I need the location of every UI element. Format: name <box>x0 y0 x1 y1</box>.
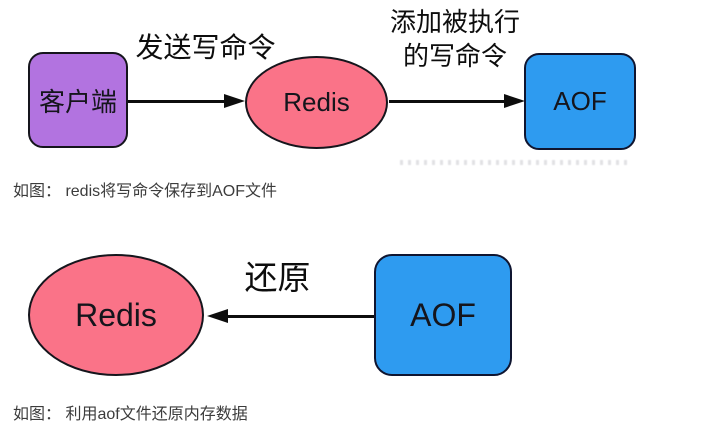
aof-node-bottom-label: AOF <box>410 296 476 333</box>
aof-node-top: AOF <box>524 53 636 150</box>
arrowhead-left-icon <box>207 309 228 323</box>
append-executed-command-label-line1: 添加被执行 <box>389 8 520 37</box>
watermark-artifact <box>400 160 632 165</box>
append-executed-command-label-line2: 的写命令 <box>402 42 507 71</box>
restore-label: 还原 <box>244 261 311 297</box>
redis-node-top-label: Redis <box>283 87 350 117</box>
aof-node-top-label: AOF <box>553 86 607 116</box>
caption-save-to-aof: 如图： redis将写命令保存到AOF文件 <box>13 183 278 200</box>
redis-node-bottom: Redis <box>28 254 204 376</box>
arrowhead-right-icon <box>224 94 245 108</box>
client-node: 客户端 <box>28 52 128 148</box>
append-executed-command-label: 添加被执行 的写命令 <box>365 6 545 74</box>
redis-node-top: Redis <box>245 56 388 149</box>
redis-node-bottom-label: Redis <box>75 296 157 333</box>
arrowhead-right-icon <box>504 94 525 108</box>
arrow-line-redis-to-aof <box>389 100 505 103</box>
aof-node-bottom: AOF <box>374 254 512 376</box>
client-node-label: 客户端 <box>38 86 117 117</box>
send-write-command-label: 发送写命令 <box>135 33 276 64</box>
arrow-line-aof-to-redis <box>228 315 374 318</box>
caption-restore-memory: 如图： 利用aof文件还原内存数据 <box>13 406 248 423</box>
arrow-line-client-to-redis <box>128 100 225 103</box>
